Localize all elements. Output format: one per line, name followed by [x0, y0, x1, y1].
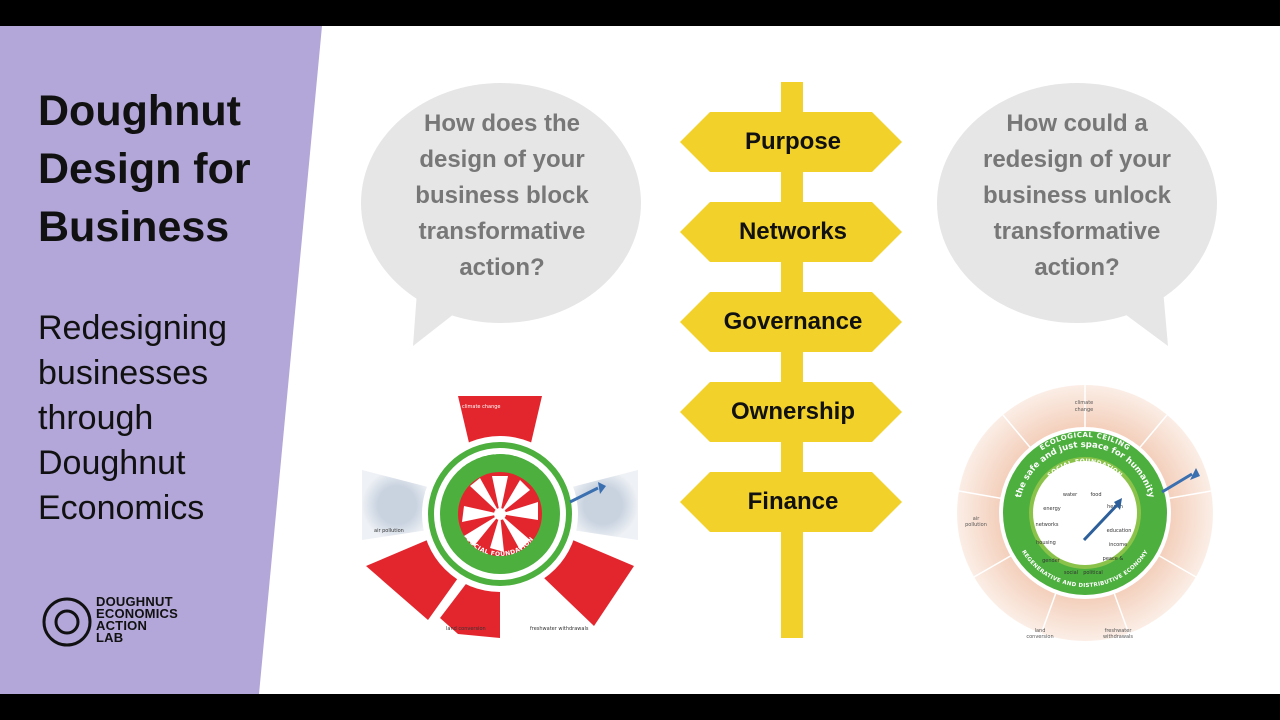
- overshoot-wedge-biodiversity: [366, 538, 458, 620]
- doughnut-diagram-redesign: ECOLOGICAL CEILING the safe and just spa…: [957, 385, 1213, 641]
- speech-bubble-left: [361, 83, 641, 346]
- logo-line: DOUGHNUT: [96, 594, 173, 609]
- slide-subtitle: Redesigning businesses through Doughnut …: [38, 309, 228, 527]
- svg-text:freshwater withdrawals: freshwater withdrawals: [530, 626, 589, 632]
- sign-finance: Finance: [747, 488, 839, 515]
- bubble-right-text: How could a redesign of your business un…: [982, 110, 1172, 281]
- svg-text:pollution: pollution: [965, 522, 987, 528]
- left-panel: [0, 26, 322, 694]
- overshoot-wedge-right: [568, 470, 638, 540]
- svg-text:income: income: [1109, 542, 1127, 548]
- sign-governance: Governance: [723, 308, 863, 335]
- logo-line: ECONOMICS: [96, 606, 178, 621]
- svg-text:air pollution: air pollution: [374, 528, 404, 534]
- svg-text:land conversion: land conversion: [446, 626, 486, 632]
- svg-text:energy: energy: [1043, 506, 1060, 512]
- letterbox-bottom: [0, 694, 1280, 720]
- overshoot-wedge-nitrogen: [544, 538, 634, 626]
- svg-text:conversion: conversion: [1026, 634, 1053, 640]
- logo-line: LAB: [96, 630, 124, 645]
- svg-text:climate: climate: [1075, 400, 1094, 406]
- slide: Doughnut Design for Business Redesigning…: [0, 26, 1280, 694]
- svg-text:social: social: [1064, 570, 1078, 576]
- svg-text:education: education: [1107, 528, 1132, 534]
- deal-logo-icon: [42, 597, 92, 647]
- svg-text:peace &: peace &: [1103, 556, 1124, 562]
- svg-text:freshwater: freshwater: [1105, 628, 1133, 634]
- sign-purpose: Purpose: [744, 128, 842, 155]
- logo-wordmark: DOUGHNUT ECONOMICS ACTION LAB: [96, 594, 226, 645]
- bubble-left-text: How does the design of your business blo…: [415, 110, 589, 281]
- overshoot-wedge-left: [362, 470, 432, 540]
- letterbox-top: [0, 0, 1280, 26]
- overshoot-wedge-land: [440, 576, 500, 638]
- svg-text:food: food: [1090, 492, 1101, 498]
- svg-text:climate change: climate change: [462, 404, 501, 410]
- svg-text:water: water: [1063, 492, 1078, 498]
- svg-text:change: change: [1075, 407, 1093, 413]
- svg-text:withdrawals: withdrawals: [1103, 634, 1133, 640]
- svg-text:networks: networks: [1036, 522, 1059, 528]
- svg-text:housing: housing: [1036, 540, 1056, 546]
- sign-ownership: Ownership: [730, 398, 856, 425]
- svg-text:gender: gender: [1042, 558, 1061, 564]
- slide-title: Doughnut Design for Business: [38, 87, 251, 251]
- speech-bubble-right: [937, 83, 1217, 346]
- signpost: [680, 82, 902, 638]
- svg-text:political: political: [1083, 570, 1103, 576]
- sign-networks: Networks: [738, 218, 848, 245]
- svg-text:land: land: [1035, 628, 1046, 634]
- svg-text:air: air: [973, 516, 980, 522]
- logo-line: ACTION: [96, 618, 148, 633]
- doughnut-diagram-current: ECOLOGICAL CEILING SOCIAL FOUNDATION cli…: [362, 396, 638, 638]
